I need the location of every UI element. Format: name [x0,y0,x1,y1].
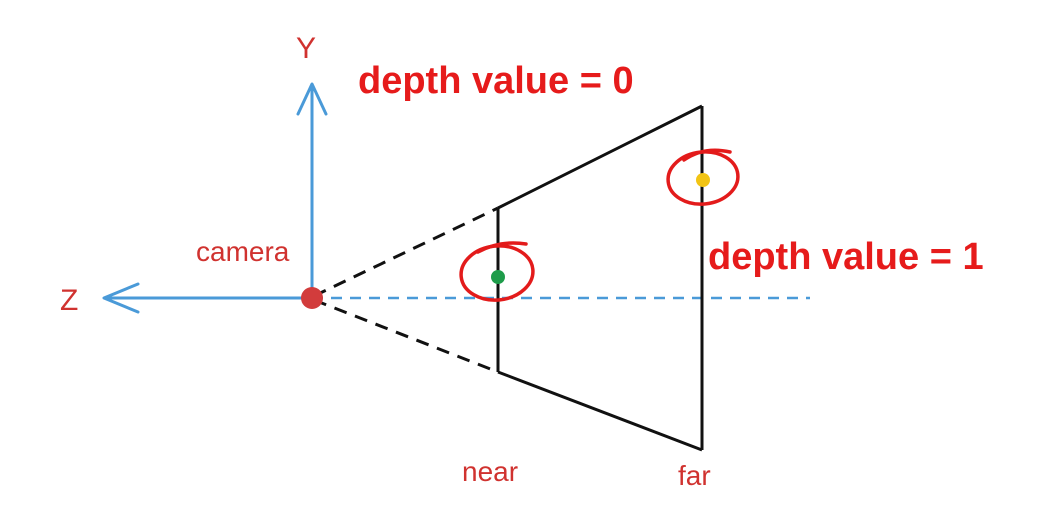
near-label: near [462,456,519,487]
camera-label: camera [196,236,290,267]
z-axis-arrowhead [102,282,140,314]
frustum-top-edge [497,104,703,210]
y-axis-arrowhead [296,82,328,116]
frustum-bottom-edge [497,370,703,452]
near-point-dot [491,270,505,284]
frustum-top-dashed-edge [313,206,499,298]
far-point-dot [696,173,710,187]
far-point-circle-tail [682,148,732,162]
camera-dot [301,287,323,309]
far-label: far [678,460,711,491]
far-depth-label: depth value = 1 [708,236,984,278]
near-depth-label: depth value = 0 [358,60,634,102]
y-axis-label: Y [296,32,317,65]
near-point-circle-tail [476,241,528,254]
z-axis-label: Z [60,284,79,317]
frustum-bottom-dashed-edge [313,298,499,374]
